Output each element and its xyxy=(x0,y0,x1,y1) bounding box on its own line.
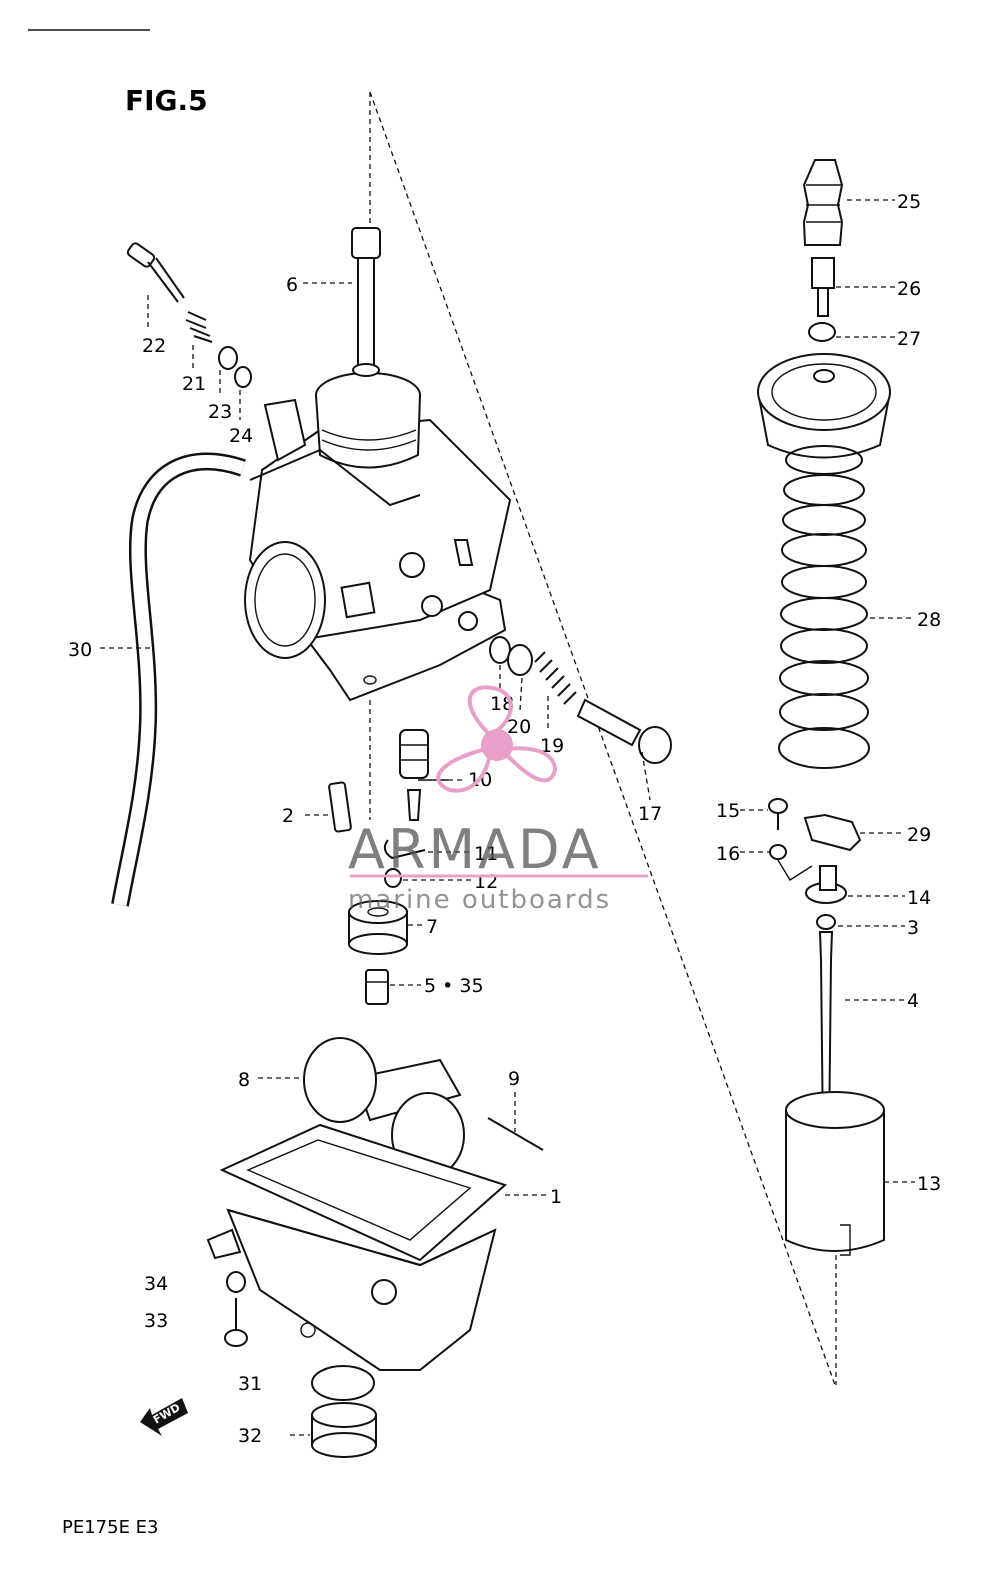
callout-7: 7 xyxy=(426,916,438,938)
callout-1: 1 xyxy=(550,1186,562,1208)
float-pin-2 xyxy=(328,781,352,833)
washer-12 xyxy=(384,868,402,888)
callout-16: 16 xyxy=(716,843,740,865)
pilot-air-screw xyxy=(126,242,185,303)
callout-29: 29 xyxy=(907,824,931,846)
callout-14: 14 xyxy=(907,887,931,909)
o-ring-20 xyxy=(507,644,533,676)
callout-22: 22 xyxy=(142,335,166,357)
washer-18 xyxy=(489,636,511,664)
clip-3 xyxy=(816,914,836,930)
o-ring-24 xyxy=(234,366,252,388)
callout-15: 15 xyxy=(716,800,740,822)
callout-13: 13 xyxy=(917,1173,941,1195)
figure-title: FIG.5 xyxy=(125,84,208,117)
callout-19: 19 xyxy=(540,735,564,757)
cable-adjuster xyxy=(811,257,835,317)
callout-17: 17 xyxy=(638,803,662,825)
pilot-screw-spring xyxy=(185,311,213,343)
cable-adjuster-cap xyxy=(802,159,844,246)
washer-34 xyxy=(226,1271,246,1293)
callout-21: 21 xyxy=(182,373,206,395)
callout-5-35: 5 • 35 xyxy=(424,975,484,997)
watermark-tagline: marine outboards xyxy=(348,885,611,915)
guide-line-diagonal xyxy=(369,91,836,1386)
carburetor-body xyxy=(244,372,512,702)
o-ring-31 xyxy=(311,1365,375,1401)
washer-16 xyxy=(769,844,787,860)
callout-6: 6 xyxy=(286,274,298,296)
callout-25: 25 xyxy=(897,191,921,213)
callout-9: 9 xyxy=(508,1068,520,1090)
callout-4: 4 xyxy=(907,990,919,1012)
watermark: ARMADA marine outboards xyxy=(348,685,648,915)
callout-26: 26 xyxy=(897,278,921,300)
callout-24: 24 xyxy=(229,425,253,447)
throttle-valve-spring xyxy=(778,445,870,769)
callout-11: 11 xyxy=(474,843,498,865)
main-jet xyxy=(365,969,389,1005)
gasket-inner-edge xyxy=(246,1139,472,1241)
callout-leaders xyxy=(98,199,915,1436)
callout-8: 8 xyxy=(238,1069,250,1091)
drain-plug-32 xyxy=(311,1402,377,1458)
callout-3: 3 xyxy=(907,917,919,939)
callout-28: 28 xyxy=(917,609,941,631)
throttle-screw-spring xyxy=(534,651,577,705)
float-chamber-gasket xyxy=(219,1123,507,1262)
watermark-propeller-icon xyxy=(436,685,558,793)
mixing-chamber-top xyxy=(757,353,891,459)
callout-23: 23 xyxy=(208,401,232,423)
callout-34: 34 xyxy=(144,1273,168,1295)
needle-valve-assembly xyxy=(399,729,429,821)
vent-hose xyxy=(113,455,246,907)
float-pin-9 xyxy=(487,1117,544,1151)
callout-27: 27 xyxy=(897,328,921,350)
callout-30: 30 xyxy=(68,639,92,661)
throttle-valve xyxy=(785,1091,885,1256)
callout-33: 33 xyxy=(144,1310,168,1332)
callout-2: 2 xyxy=(282,805,294,827)
washer-23 xyxy=(218,346,238,370)
chamber-screw-33 xyxy=(224,1298,248,1347)
throttle-stop-screw xyxy=(351,227,381,377)
screw-15 xyxy=(768,798,788,830)
callout-32: 32 xyxy=(238,1425,262,1447)
main-jet-holder xyxy=(348,900,408,955)
clip-11 xyxy=(383,839,426,860)
needle-seat-14 xyxy=(805,865,847,904)
throttle-adjust-screw xyxy=(576,698,672,764)
watermark-brand: ARMADA xyxy=(348,818,602,881)
needle-retainer-plate xyxy=(803,813,862,852)
callout-20: 20 xyxy=(507,716,531,738)
washer-16-lead xyxy=(777,859,813,881)
float-chamber xyxy=(206,1208,497,1371)
forward-arrow: FWD xyxy=(140,1398,188,1436)
model-code: PE175E E3 xyxy=(62,1517,159,1538)
callout-31: 31 xyxy=(238,1373,262,1395)
lock-nut-27 xyxy=(808,322,836,342)
